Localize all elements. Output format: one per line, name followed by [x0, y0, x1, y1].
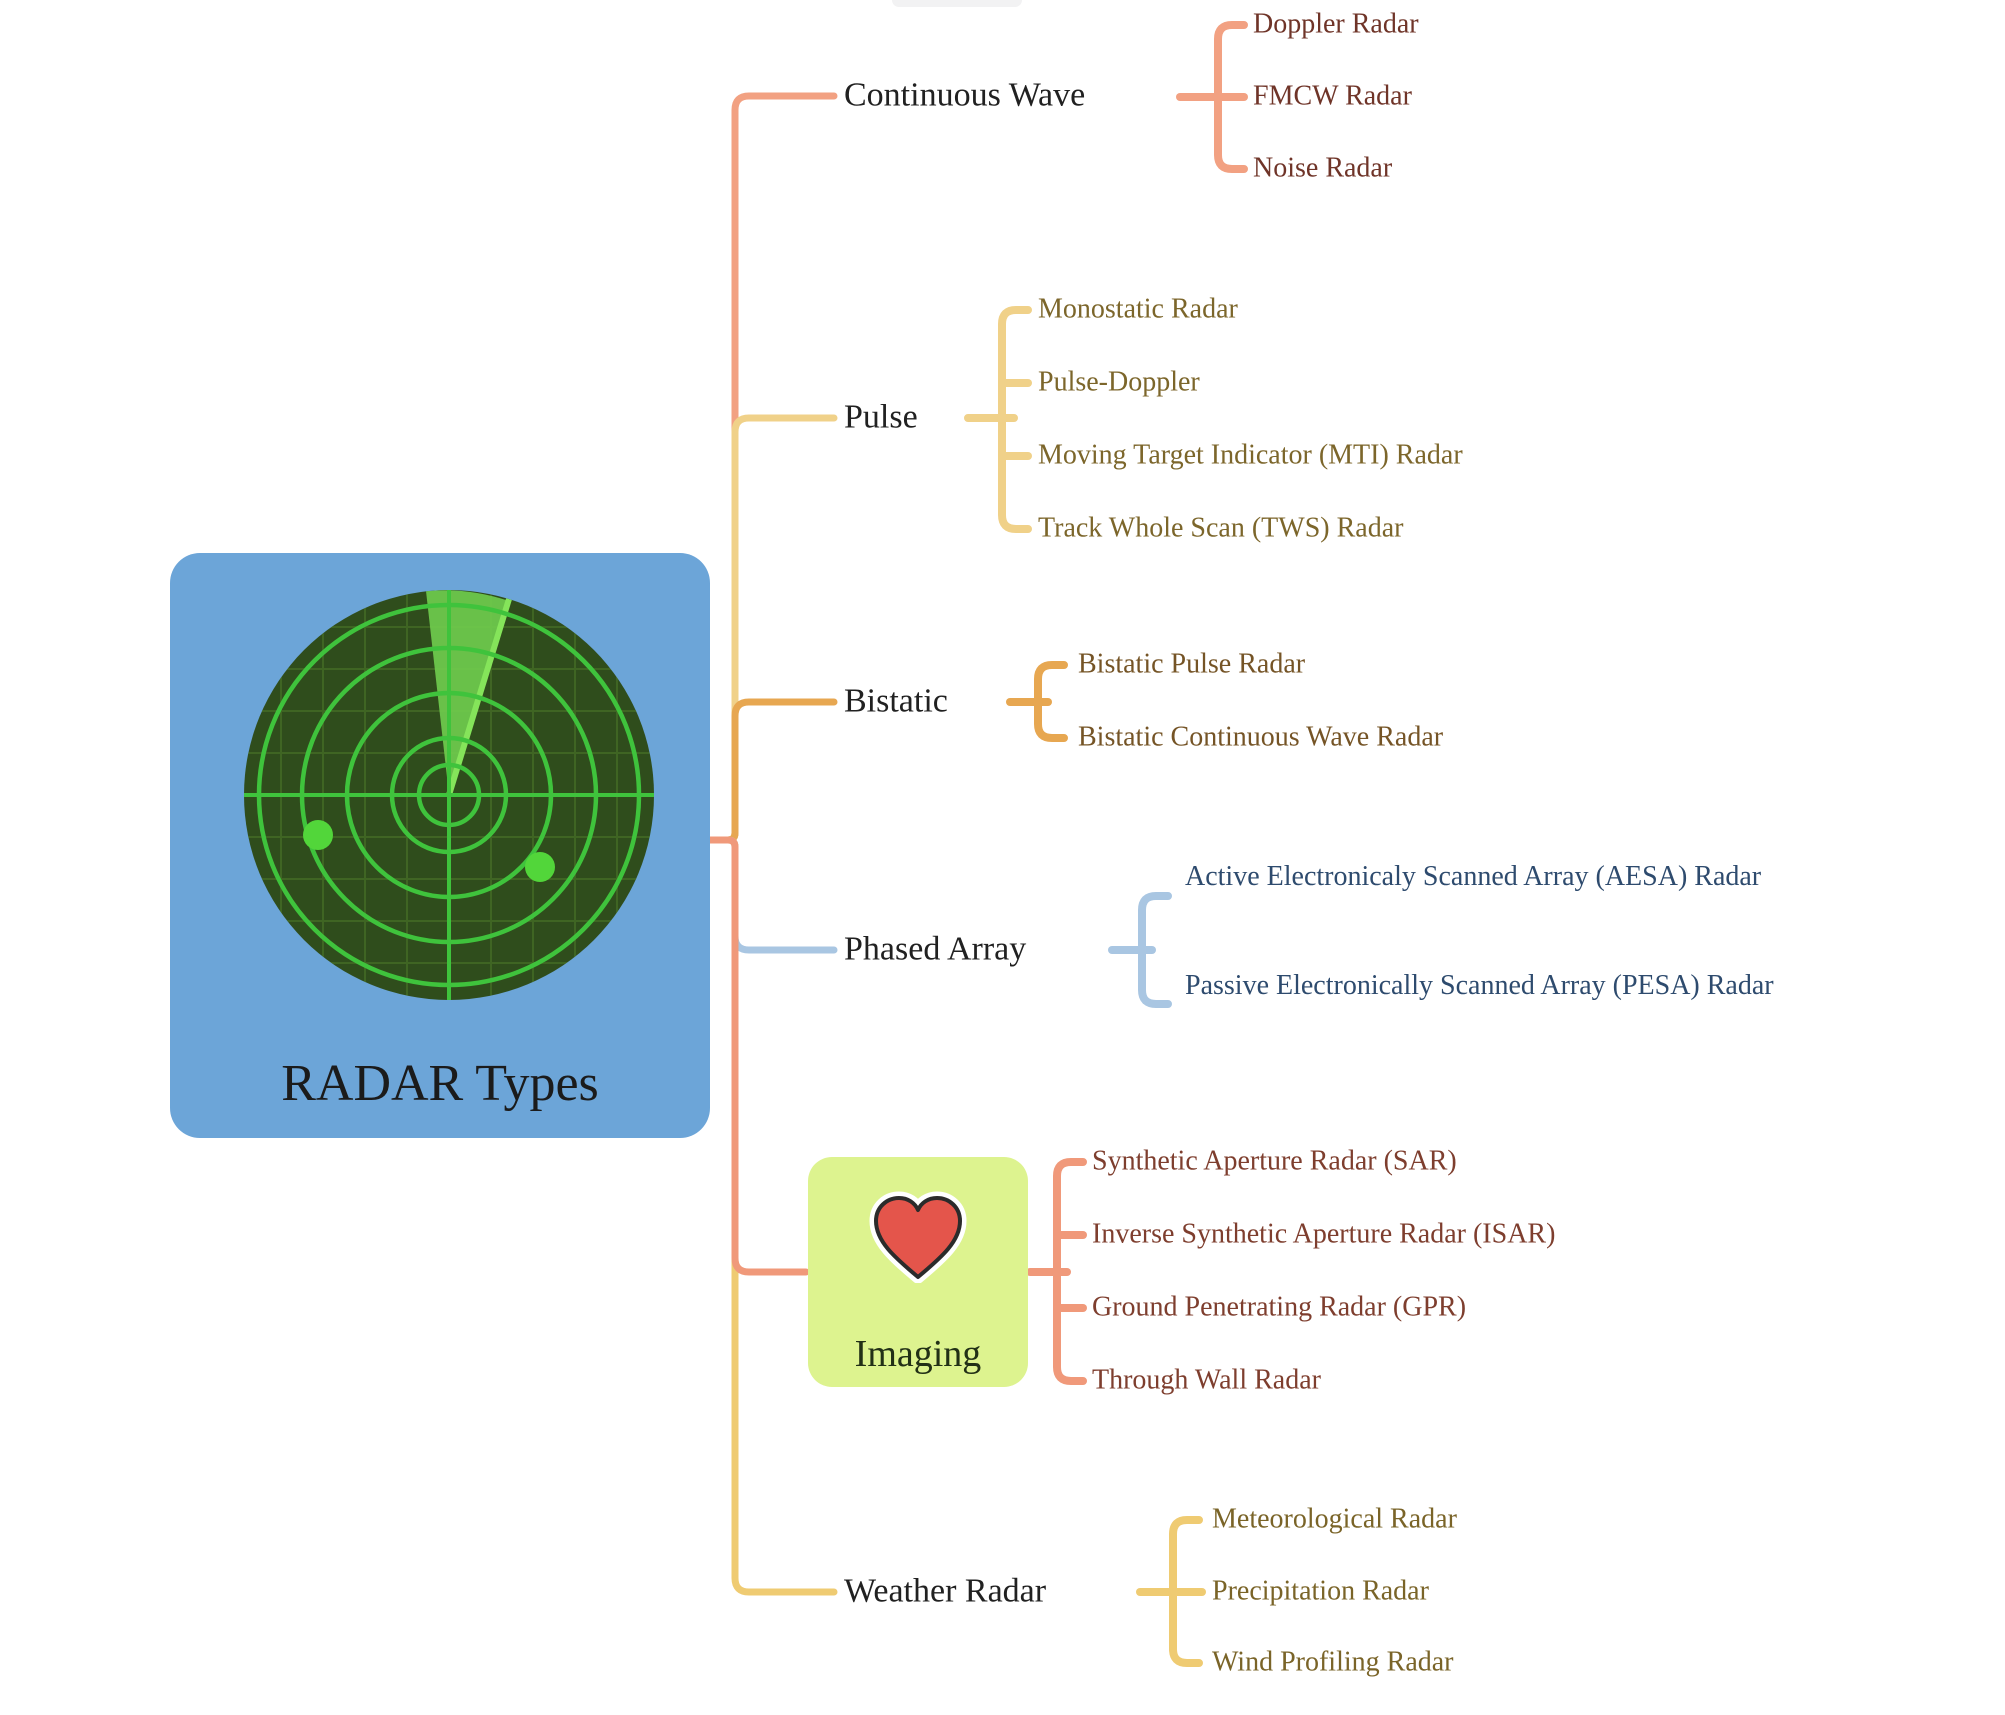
connector-bistatic [702, 698, 838, 844]
branch-label-phased-array[interactable]: Phased Array [844, 930, 1027, 968]
branch-node-imaging[interactable]: Imaging [808, 1157, 1028, 1387]
radar-display-icon [244, 590, 654, 1000]
connector-phased-array [702, 836, 838, 954]
leaf-pesa-radar[interactable]: Passive Electronically Scanned Array (PE… [1185, 970, 1774, 1001]
leaf-meteorological-radar[interactable]: Meteorological Radar [1212, 1503, 1457, 1535]
branch-label-pulse[interactable]: Pulse [844, 398, 918, 436]
branch-label-continuous-wave[interactable]: Continuous Wave [844, 76, 1086, 114]
bracket-imaging [1026, 1158, 1087, 1385]
leaf-doppler-radar[interactable]: Doppler Radar [1253, 8, 1419, 40]
radar-blip [525, 852, 555, 882]
leaf-precipitation-radar[interactable]: Precipitation Radar [1212, 1575, 1429, 1607]
bracket-continuous-wave [1176, 21, 1248, 173]
bracket-pulse [964, 306, 1032, 533]
leaf-monostatic-radar[interactable]: Monostatic Radar [1038, 293, 1238, 325]
heart-icon [869, 1191, 967, 1283]
leaf-bistatic-pulse-radar[interactable]: Bistatic Pulse Radar [1078, 648, 1306, 680]
bracket-phased-array [1108, 892, 1172, 1008]
radar-blip [303, 820, 333, 850]
leaf-through-wall-radar[interactable]: Through Wall Radar [1092, 1364, 1321, 1396]
connector-pulse [702, 414, 838, 844]
bracket-weather-radar [1136, 1516, 1206, 1667]
branch-label-imaging[interactable]: Imaging [854, 1333, 982, 1375]
top-edge-artifact [892, 0, 1022, 7]
leaf-mti-radar[interactable]: Moving Target Indicator (MTI) Radar [1038, 439, 1463, 471]
branch-label-bistatic[interactable]: Bistatic [844, 682, 948, 720]
bracket-bistatic [1006, 661, 1068, 742]
leaf-sar-radar[interactable]: Synthetic Aperture Radar (SAR) [1092, 1145, 1457, 1177]
mindmap-root-node[interactable]: RADAR Types [170, 553, 710, 1138]
leaf-aesa-radar[interactable]: Active Electronicaly Scanned Array (AESA… [1185, 861, 1762, 892]
leaf-wind-profiling-radar[interactable]: Wind Profiling Radar [1212, 1646, 1454, 1678]
leaf-isar-radar[interactable]: Inverse Synthetic Aperture Radar (ISAR) [1092, 1218, 1556, 1250]
branch-label-weather-radar[interactable]: Weather Radar [844, 1572, 1047, 1610]
leaf-bistatic-cw-radar[interactable]: Bistatic Continuous Wave Radar [1078, 721, 1444, 753]
leaf-gpr-radar[interactable]: Ground Penetrating Radar (GPR) [1092, 1291, 1467, 1323]
connector-continuous-wave [702, 92, 838, 844]
leaf-noise-radar[interactable]: Noise Radar [1253, 152, 1393, 184]
leaf-tws-radar[interactable]: Track Whole Scan (TWS) Radar [1038, 512, 1404, 544]
leaf-pulse-doppler[interactable]: Pulse-Doppler [1038, 366, 1200, 398]
connector-imaging [702, 836, 810, 1276]
leaf-fmcw-radar[interactable]: FMCW Radar [1253, 80, 1412, 112]
root-label[interactable]: RADAR Types [281, 1055, 599, 1112]
